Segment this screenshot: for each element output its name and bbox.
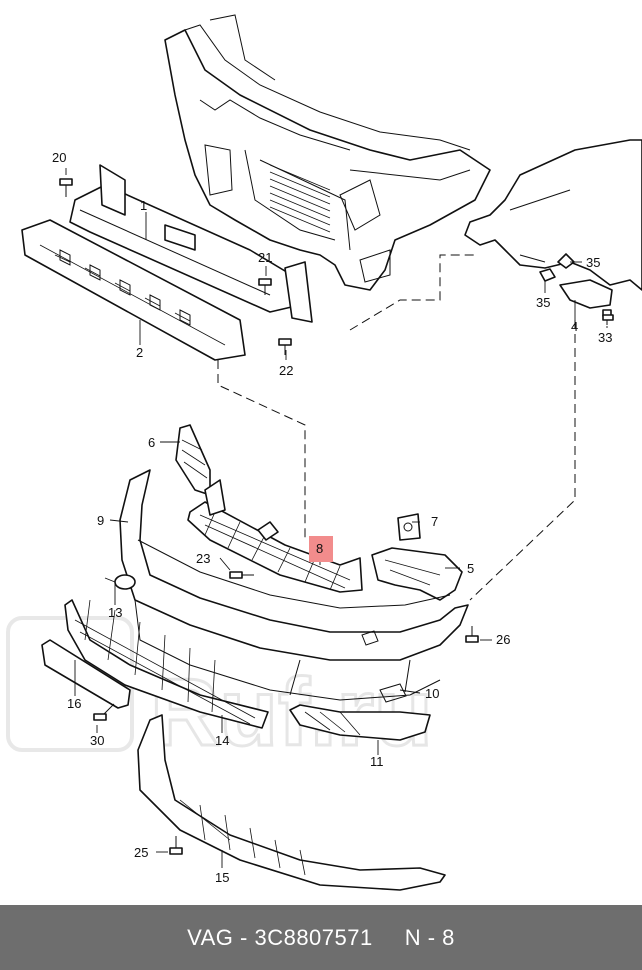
callout-22: 22 — [279, 363, 293, 378]
part-16-plate-holder — [41, 639, 131, 709]
part-14-lower-grille — [64, 599, 269, 729]
callout-30: 30 — [90, 733, 104, 748]
screw-21 — [258, 278, 272, 295]
part-6-grille-left — [175, 424, 211, 496]
clip-13 — [114, 574, 136, 590]
callout-35-left: 35 — [536, 295, 550, 310]
footer-bar: VAG - 3C8807571 N - 8 — [0, 905, 642, 970]
screw-25 — [169, 836, 183, 855]
callouts: 1 2 4 5 6 7 8 9 10 11 13 14 15 16 20 21 … — [52, 150, 612, 885]
callout-7: 7 — [431, 514, 438, 529]
callout-21: 21 — [258, 250, 272, 265]
callout-1: 1 — [140, 198, 147, 213]
part-11-spoiler — [289, 704, 431, 741]
highlight-box — [309, 536, 333, 562]
part-15-lower-spoiler — [137, 714, 446, 891]
screw-30 — [93, 703, 115, 721]
parts-diagram: Ruf.ru — [6, 14, 642, 891]
part-2-energy-absorber — [21, 219, 246, 361]
callout-9: 9 — [97, 513, 104, 528]
leader-lines — [65, 168, 608, 868]
part-number: VAG - 3C8807571 — [187, 924, 373, 950]
callout-10: 10 — [425, 686, 439, 701]
callout-35-top: 35 — [586, 255, 600, 270]
callout-16: 16 — [67, 696, 81, 711]
part-4-bracket — [539, 253, 613, 325]
fender — [464, 139, 642, 291]
radiator-support — [164, 14, 491, 291]
callout-6: 6 — [148, 435, 155, 450]
callout-15: 15 — [215, 870, 229, 885]
callout-20: 20 — [52, 150, 66, 165]
callout-13: 13 — [108, 605, 122, 620]
screw-33 — [602, 314, 614, 321]
screw-20 — [59, 178, 73, 197]
screw-26 — [465, 626, 479, 643]
screw-23 — [229, 571, 254, 579]
part-5-bracket — [371, 547, 463, 601]
part-1-impact-beam — [69, 164, 313, 323]
screws — [59, 178, 614, 855]
part-7-clip — [397, 513, 421, 541]
callout-26: 26 — [496, 632, 510, 647]
callout-8: 8 — [316, 541, 323, 556]
callout-25: 25 — [134, 845, 148, 860]
callout-14: 14 — [215, 733, 229, 748]
callout-11: 11 — [370, 754, 384, 769]
screw-22 — [278, 338, 292, 355]
callout-23: 23 — [196, 551, 210, 566]
part-8-lower-grille — [187, 479, 363, 593]
callout-5: 5 — [467, 561, 474, 576]
assembly-lines — [217, 254, 576, 601]
callout-4: 4 — [571, 319, 578, 334]
diagram-position: N - 8 — [404, 924, 455, 950]
callout-33: 33 — [598, 330, 612, 345]
callout-2: 2 — [136, 345, 143, 360]
